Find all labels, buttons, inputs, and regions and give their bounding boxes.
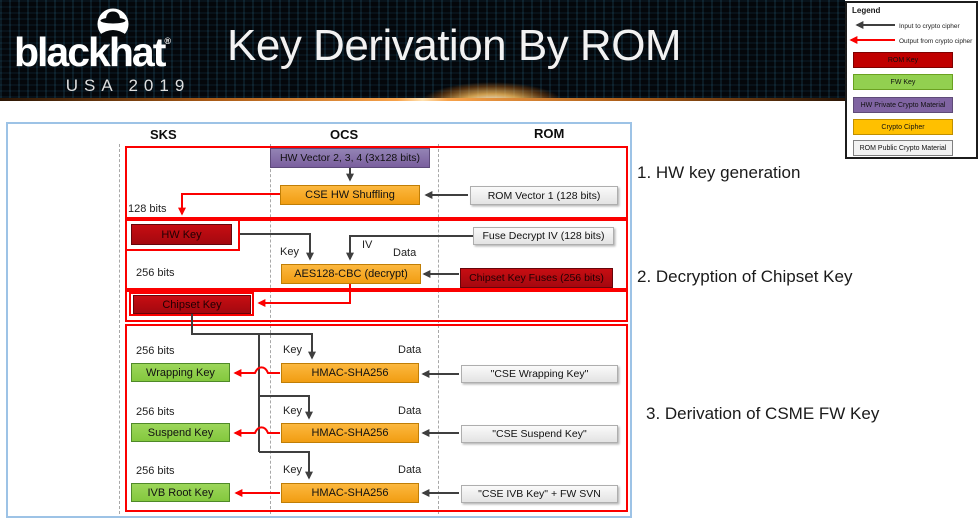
hmac-sha256-box-3: HMAC-SHA256 <box>281 483 419 503</box>
annotation-fw-key-derivation: 3. Derivation of CSME FW Key <box>646 404 880 423</box>
legend-output-arrow-label: Output from crypto cipher <box>899 38 973 45</box>
annotation-chipset-key-decryption: 2. Decryption of Chipset Key <box>637 267 853 286</box>
aes-cbc-box: AES128-CBC (decrypt) <box>281 264 421 284</box>
annotation-hw-key-generation: 1. HW key generation <box>637 163 801 182</box>
hmac1-key-port-label: Key <box>283 344 302 356</box>
legend-swatch-rom-key: ROM Key <box>853 52 953 68</box>
group-frame-chipset-key <box>125 290 628 322</box>
cse-hw-shuffling-box: CSE HW Shuffling <box>280 185 420 205</box>
legend-input-arrow-label: Input to crypto cipher <box>899 23 960 30</box>
group-frame-hw-key-generation <box>125 146 628 219</box>
legend-title: Legend <box>852 6 881 15</box>
column-header-ocs: OCS <box>330 127 359 142</box>
hmac2-key-port-label: Key <box>283 405 302 417</box>
suspend-key-box: Suspend Key <box>131 423 230 442</box>
cse-ivb-key-box: "CSE IVB Key" + FW SVN <box>461 485 618 503</box>
bits-label-256-ivb: 256 bits <box>136 465 175 477</box>
ivb-root-key-box: IVB Root Key <box>131 483 230 502</box>
aes-iv-port-label: IV <box>362 239 373 251</box>
hmac-sha256-box-1: HMAC-SHA256 <box>281 363 419 383</box>
bits-label-256-wrapping: 256 bits <box>136 345 175 357</box>
slide-title: Key Derivation By ROM <box>227 21 682 70</box>
legend-swatch-rom-public: ROM Public Crypto Material <box>853 140 953 156</box>
legend-swatch-hw-private: HW Private Crypto Material <box>853 97 953 113</box>
bits-label-256-chipset: 256 bits <box>136 267 175 279</box>
hw-vector-box: HW Vector 2, 3, 4 (3x128 bits) <box>270 148 430 168</box>
hmac3-key-port-label: Key <box>283 464 302 476</box>
blackhat-trademark: ® <box>164 36 171 46</box>
column-divider-left <box>119 144 120 514</box>
legend-panel: Legend Input to crypto cipher Output fro… <box>845 1 978 159</box>
blackhat-logo-text: blackhat <box>14 29 166 75</box>
hmac2-data-port-label: Data <box>398 405 422 417</box>
blackhat-usa-2019: USA 2019 <box>65 76 191 95</box>
column-divider-right <box>438 144 439 514</box>
banner-orange-line <box>0 98 845 101</box>
cse-suspend-key-box: "CSE Suspend Key" <box>461 425 618 443</box>
banner: blackhat® USA 2019 Key Derivation By ROM <box>0 0 845 101</box>
column-header-sks: SKS <box>150 127 177 142</box>
hw-key-box: HW Key <box>131 224 232 245</box>
hw-key-highlight-frame <box>125 219 240 251</box>
column-header-rom: ROM <box>534 126 565 141</box>
fuse-decrypt-iv-box: Fuse Decrypt IV (128 bits) <box>473 227 614 245</box>
rom-vector-box: ROM Vector 1 (128 bits) <box>470 186 618 205</box>
hmac1-data-port-label: Data <box>398 344 422 356</box>
chipset-key-fuses-box: Chipset Key Fuses (256 bits) <box>460 268 613 288</box>
bits-label-128: 128 bits <box>128 203 167 215</box>
hmac-sha256-box-2: HMAC-SHA256 <box>281 423 419 443</box>
legend-swatch-crypto-cipher: Crypto Cipher <box>853 119 953 135</box>
hmac3-data-port-label: Data <box>398 464 422 476</box>
blackhat-hat-icon <box>90 4 136 49</box>
aes-data-port-label: Data <box>393 247 417 259</box>
wrapping-key-box: Wrapping Key <box>131 363 230 382</box>
group-frame-fw-key-derivation <box>125 324 628 512</box>
legend-swatch-fw-key: FW Key <box>853 74 953 90</box>
aes-key-port-label: Key <box>280 246 299 258</box>
bits-label-256-suspend: 256 bits <box>136 406 175 418</box>
chipset-key-box: Chipset Key <box>133 295 251 314</box>
blackhat-logo: blackhat® <box>14 32 171 73</box>
cse-wrapping-key-box: "CSE Wrapping Key" <box>461 365 618 383</box>
group-frame-chipset-key-decryption <box>125 219 628 290</box>
